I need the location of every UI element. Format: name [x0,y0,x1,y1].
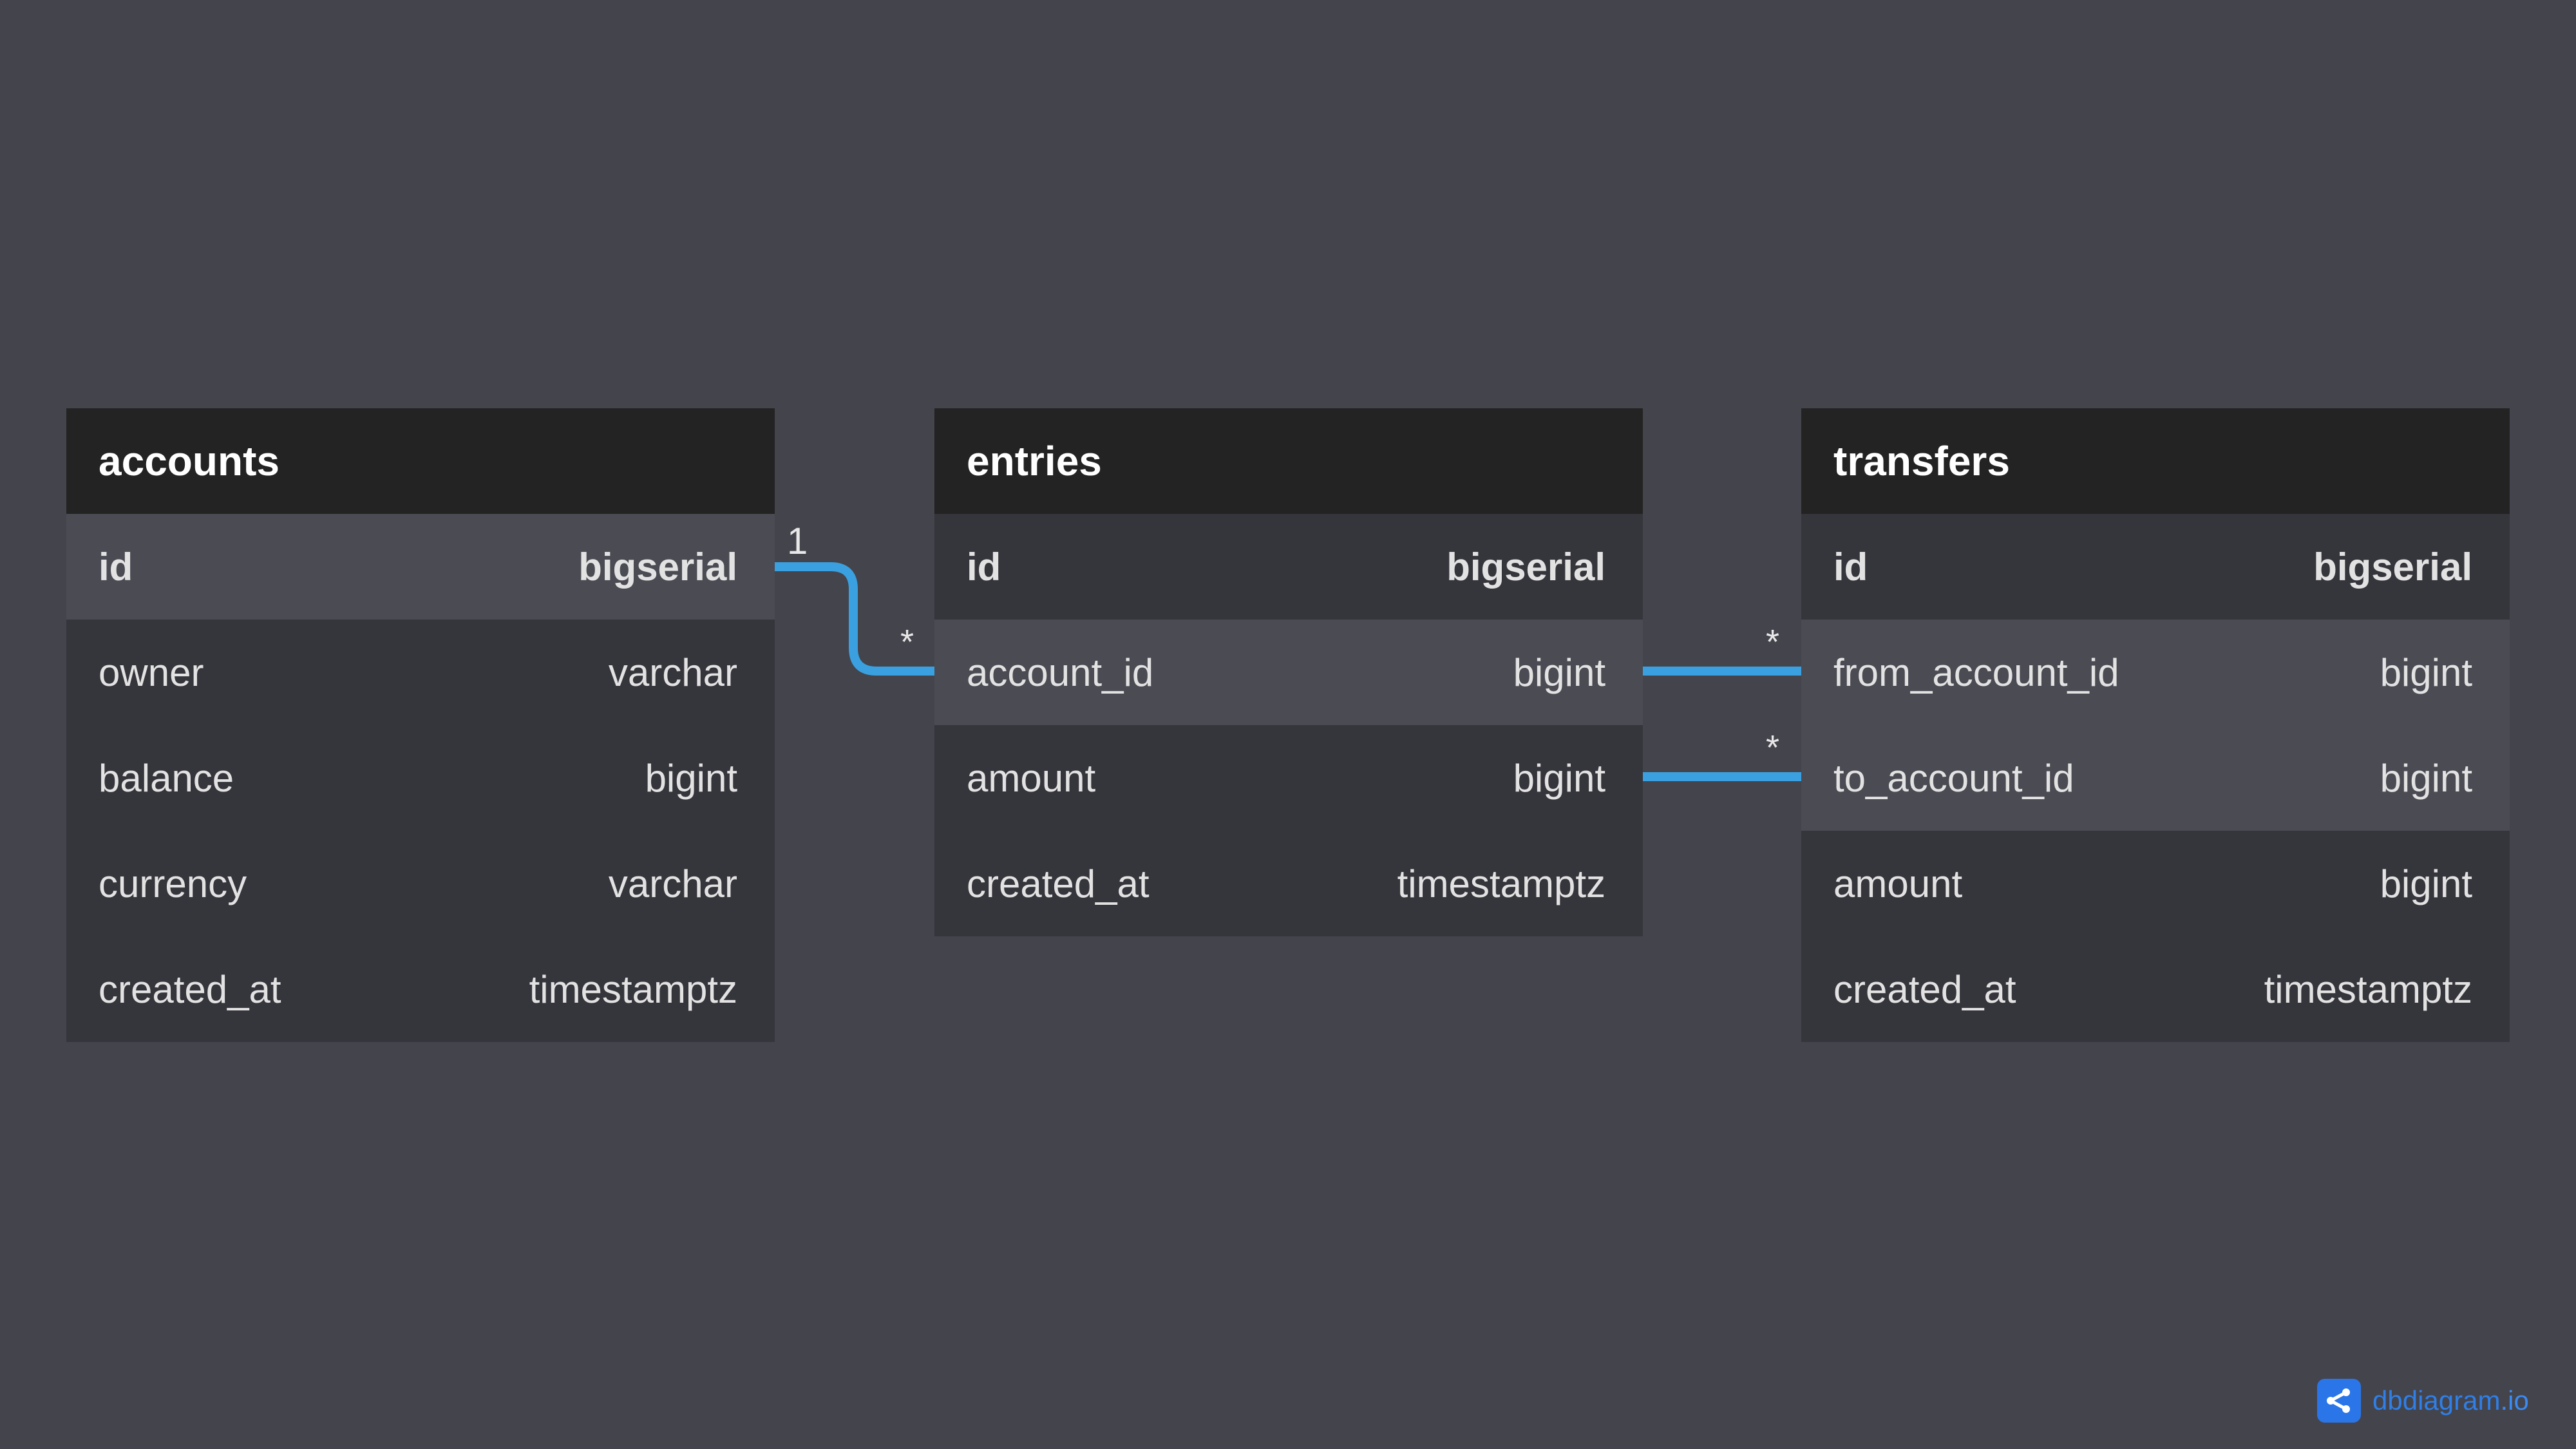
column-name: created_at [1833,967,2016,1011]
table-header[interactable]: entries [934,408,1643,514]
column-name: id [1833,545,1868,589]
table-row[interactable]: created_at timestamptz [66,936,775,1042]
column-type: timestamptz [529,967,737,1011]
column-name: currency [99,862,247,905]
table-row[interactable]: from_account_id bigint [1801,620,2510,725]
column-name: created_at [967,862,1150,905]
cardinality-many-label: * [1766,623,1780,661]
table-header[interactable]: accounts [66,408,775,514]
column-name: created_at [99,967,281,1011]
column-name: id [967,545,1001,589]
brand-name-main: dbdiagram [2372,1385,2501,1416]
column-type: bigint [645,756,737,800]
table-row[interactable]: balance bigint [66,725,775,831]
column-name: balance [99,756,234,800]
column-type: bigint [2380,650,2472,694]
column-name: amount [1833,862,1963,905]
cardinality-one-label: 1 [787,520,808,562]
column-type: bigint [1513,756,1605,800]
table-transfers[interactable]: transfers id bigserial from_account_id b… [1801,408,2510,1042]
column-name: account_id [967,650,1154,694]
column-type: bigint [1513,650,1605,694]
table-row[interactable]: created_at timestamptz [1801,936,2510,1042]
table-row[interactable]: owner varchar [66,620,775,725]
cardinality-many-label: * [900,623,914,661]
table-entries[interactable]: entries id bigserial account_id bigint a… [934,408,1643,936]
column-type: bigint [2380,862,2472,905]
table-row[interactable]: id bigserial [1801,514,2510,620]
brand-name: dbdiagram.io [2372,1385,2529,1416]
column-type: bigserial [2313,545,2472,589]
column-type: bigserial [578,545,737,589]
column-name: amount [967,756,1096,800]
column-name: from_account_id [1833,650,2119,694]
column-name: id [99,545,133,589]
table-row[interactable]: id bigserial [66,514,775,620]
column-name: owner [99,650,204,694]
brand-watermark[interactable]: dbdiagram.io [2317,1379,2529,1423]
column-type: bigserial [1446,545,1605,589]
cardinality-many-label: * [1766,728,1780,767]
share-nodes-icon [2317,1379,2361,1423]
column-type: timestamptz [1397,862,1605,905]
brand-name-suffix: .io [2500,1385,2529,1416]
column-name: to_account_id [1833,756,2074,800]
table-row[interactable]: created_at timestamptz [934,831,1643,936]
column-type: varchar [608,862,737,905]
table-header[interactable]: transfers [1801,408,2510,514]
table-row[interactable]: to_account_id bigint [1801,725,2510,831]
table-accounts[interactable]: accounts id bigserial owner varchar bala… [66,408,775,1042]
table-row[interactable]: amount bigint [1801,831,2510,936]
table-row[interactable]: account_id bigint [934,620,1643,725]
column-type: bigint [2380,756,2472,800]
column-type: varchar [608,650,737,694]
table-row[interactable]: amount bigint [934,725,1643,831]
table-row[interactable]: id bigserial [934,514,1643,620]
column-type: timestamptz [2264,967,2472,1011]
table-row[interactable]: currency varchar [66,831,775,936]
